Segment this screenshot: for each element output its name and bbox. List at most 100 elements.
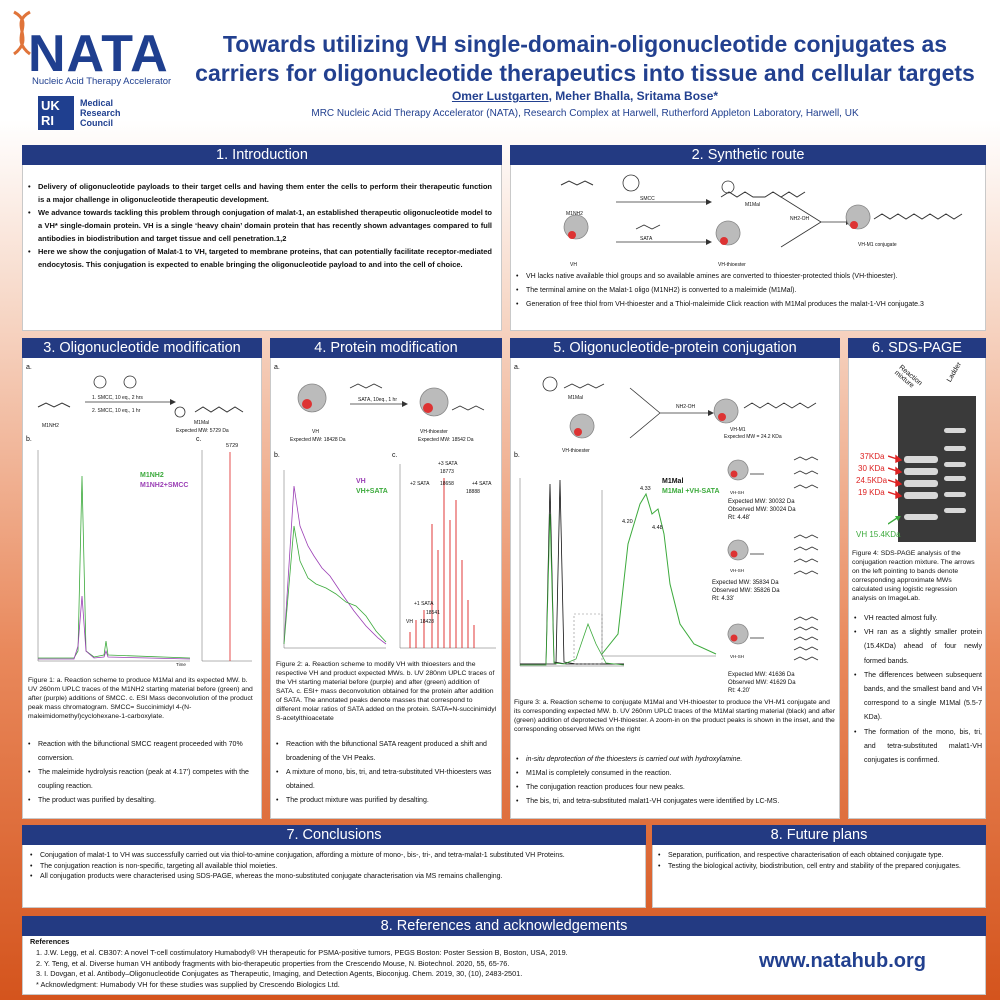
- conj-s2-rt: Rt: 4.33’: [712, 596, 735, 602]
- conj-s3-expected: Expected MW: 41636 Da: [728, 672, 795, 678]
- conclusions-list: Conjugation of malat-1 to VH was success…: [28, 851, 640, 883]
- title-line: Towards utilizing VH single-domain-oligo…: [222, 31, 948, 57]
- ms-peak-1sata-value: 18541: [426, 610, 440, 616]
- protein-scheme: [297, 383, 485, 417]
- oligo-xaxis: Time: [176, 662, 186, 667]
- protein-ms-chart: [399, 464, 496, 649]
- logo-word: NATA: [28, 25, 169, 83]
- gel-band: [904, 514, 938, 520]
- list-item: The terminal amine on the Malat-1 oligo …: [514, 284, 980, 298]
- conj-struct-1: [727, 456, 819, 489]
- protein-legend-1: VH: [356, 478, 366, 485]
- gel-band: [944, 492, 966, 497]
- list-item: The maleimide hydrolysis reaction (peak …: [26, 766, 258, 794]
- conj-list: in-situ deprotection of the thioesters i…: [514, 753, 836, 809]
- poster-title: Towards utilizing VH single-domain-oligo…: [180, 30, 990, 88]
- list-item: VH lacks native available thiol groups a…: [514, 270, 980, 284]
- oligo-lbl-m1nh2: M1NH2: [42, 423, 59, 429]
- synth-lbl-m1nh2: M1NH2: [566, 211, 583, 217]
- oligo-uplc-chart: [37, 450, 191, 662]
- gel-band: [944, 508, 966, 513]
- gel-band: [904, 480, 938, 487]
- ms-peak-3sata-value: 18773: [440, 469, 454, 475]
- gel-band: [944, 446, 966, 451]
- nata-logo: NATA Nucleic Acid Therapy Accelerator: [6, 6, 184, 87]
- ms-peak-1sata: +1 SATA: [414, 601, 434, 607]
- future-heading: 8. Future plans: [652, 825, 986, 845]
- reference-item: 3. I. Dovgan, et al. Antibody–Oligonucle…: [36, 969, 523, 979]
- oligo-ms-chart: [201, 450, 252, 662]
- synth-lbl-conj: VH-M1 conjugate: [858, 242, 897, 248]
- conj-vhsh-1: VH-SH: [730, 490, 745, 495]
- conj-uplc-chart: [519, 478, 625, 667]
- website-link[interactable]: www.natahub.org: [758, 950, 926, 972]
- list-item: Separation, purification, and respective…: [656, 851, 980, 862]
- oligo-step1: 1. SMCC, 10 eq., 2 hrs: [92, 395, 143, 401]
- conj-lbl-vhm1: VH-M1: [730, 427, 746, 433]
- dna-icon: [13, 10, 31, 56]
- conj-panel: [510, 339, 840, 819]
- protein-c: c.: [392, 452, 398, 459]
- list-item: in-situ deprotection of the thioesters i…: [514, 753, 836, 767]
- mrc-line: Council: [80, 118, 113, 128]
- list-item: Delivery of oligonucleotide payloads to …: [26, 180, 492, 206]
- title-line: carriers for oligonucleotide therapeutic…: [195, 60, 975, 86]
- gel-band: [904, 456, 938, 463]
- mrc-line: Research: [80, 108, 121, 118]
- list-item: Conjugation of malat-1 to VH was success…: [28, 851, 640, 862]
- list-item: The bis, tri, and tetra-substituted mala…: [514, 795, 836, 809]
- list-item: The formation of the mono, bis, tri, and…: [852, 726, 982, 769]
- conj-vhsh-2: VH-SH: [730, 568, 745, 573]
- ukri-badge: UK RI: [38, 96, 74, 130]
- other-authors: , Meher Bhalla, Sritama Bose*: [548, 89, 719, 103]
- sds-marker-30: 30 KDa: [858, 464, 885, 473]
- acknowledgement: * Acknowledgment: Humabody VH for these …: [36, 980, 340, 990]
- synth-lbl-vh: VH: [570, 262, 577, 268]
- conj-vhsh-3: VH-SH: [730, 654, 745, 659]
- future-list: Separation, purification, and respective…: [656, 851, 980, 872]
- ms-peak-4sata: +4 SATA: [472, 481, 492, 487]
- synth-lbl-nh2oh: NH2-OH: [790, 216, 810, 222]
- list-item: The conjugation reaction produces four n…: [514, 781, 836, 795]
- conj-legend-1: M1Mal: [662, 478, 684, 485]
- sds-caption: Figure 4: SDS-PAGE analysis of the conju…: [852, 550, 975, 602]
- protein-exp-vh: Expected MW: 18428 Da: [290, 437, 346, 443]
- conj-b: b.: [514, 452, 520, 459]
- list-item: The differences between subsequent bands…: [852, 669, 982, 726]
- conj-s1-expected: Expected MW: 30032 Da: [728, 499, 795, 505]
- protein-list: Reaction with the bifunctional SATA reag…: [274, 738, 498, 808]
- protein-lbl-vhthio: VH-thioester: [420, 429, 448, 435]
- oligo-expected: Expected MW: 5729 Da: [176, 428, 229, 434]
- synth-lbl-vhthio: VH-thioester: [718, 262, 746, 268]
- list-item: M1Mal is completely consumed in the reac…: [514, 767, 836, 781]
- conj-a: a.: [514, 364, 520, 371]
- conj-exp: Expected MW = 24.2 KDa: [724, 434, 782, 440]
- sds-marker-245: 24.5KDa: [856, 476, 888, 485]
- synth-lbl-m1mal: M1Mal: [745, 202, 761, 208]
- green-arrow-icon: [888, 516, 901, 525]
- reference-item: 2. Y. Teng, et al. Diverse human VH anti…: [36, 958, 510, 968]
- list-item: The conjugation reaction is non-specific…: [28, 862, 640, 873]
- gel-band: [944, 428, 966, 433]
- ms-peak-vh: VH: [406, 619, 413, 625]
- list-item: We advance towards tackling this problem…: [26, 206, 492, 245]
- synth-scheme: [560, 174, 963, 248]
- protein-lbl-vh: VH: [312, 429, 319, 435]
- protein-b: b.: [274, 452, 280, 459]
- conj-peak-433: 4.33: [640, 486, 651, 492]
- ms-peak-4sata-value: 18888: [466, 489, 480, 495]
- red-arrows-icon: [888, 454, 902, 500]
- conj-s2-expected: Expected MW: 35834 Da: [712, 580, 779, 586]
- oligo-legend-2: M1NH2+SMCC: [140, 482, 189, 489]
- list-item: Here we show the conjugation of Malat-1 …: [26, 245, 492, 271]
- oligo-c: c.: [196, 436, 202, 443]
- intro-list: Delivery of oligonucleotide payloads to …: [26, 180, 492, 271]
- synth-list: VH lacks native available thiol groups a…: [514, 270, 980, 312]
- protein-heading: 4. Protein modification: [270, 338, 502, 358]
- conj-caption: Figure 3: a. Reaction scheme to conjugat…: [514, 699, 836, 733]
- protein-legend-2: VH+SATA: [356, 488, 388, 495]
- oligo-caption: Figure 1: a. Reaction scheme to produce …: [28, 677, 253, 720]
- conj-peak-448: 4.48: [652, 525, 663, 531]
- list-item: Testing the biological activity, biodist…: [656, 862, 980, 873]
- sds-marker-37: 37KDa: [860, 452, 885, 461]
